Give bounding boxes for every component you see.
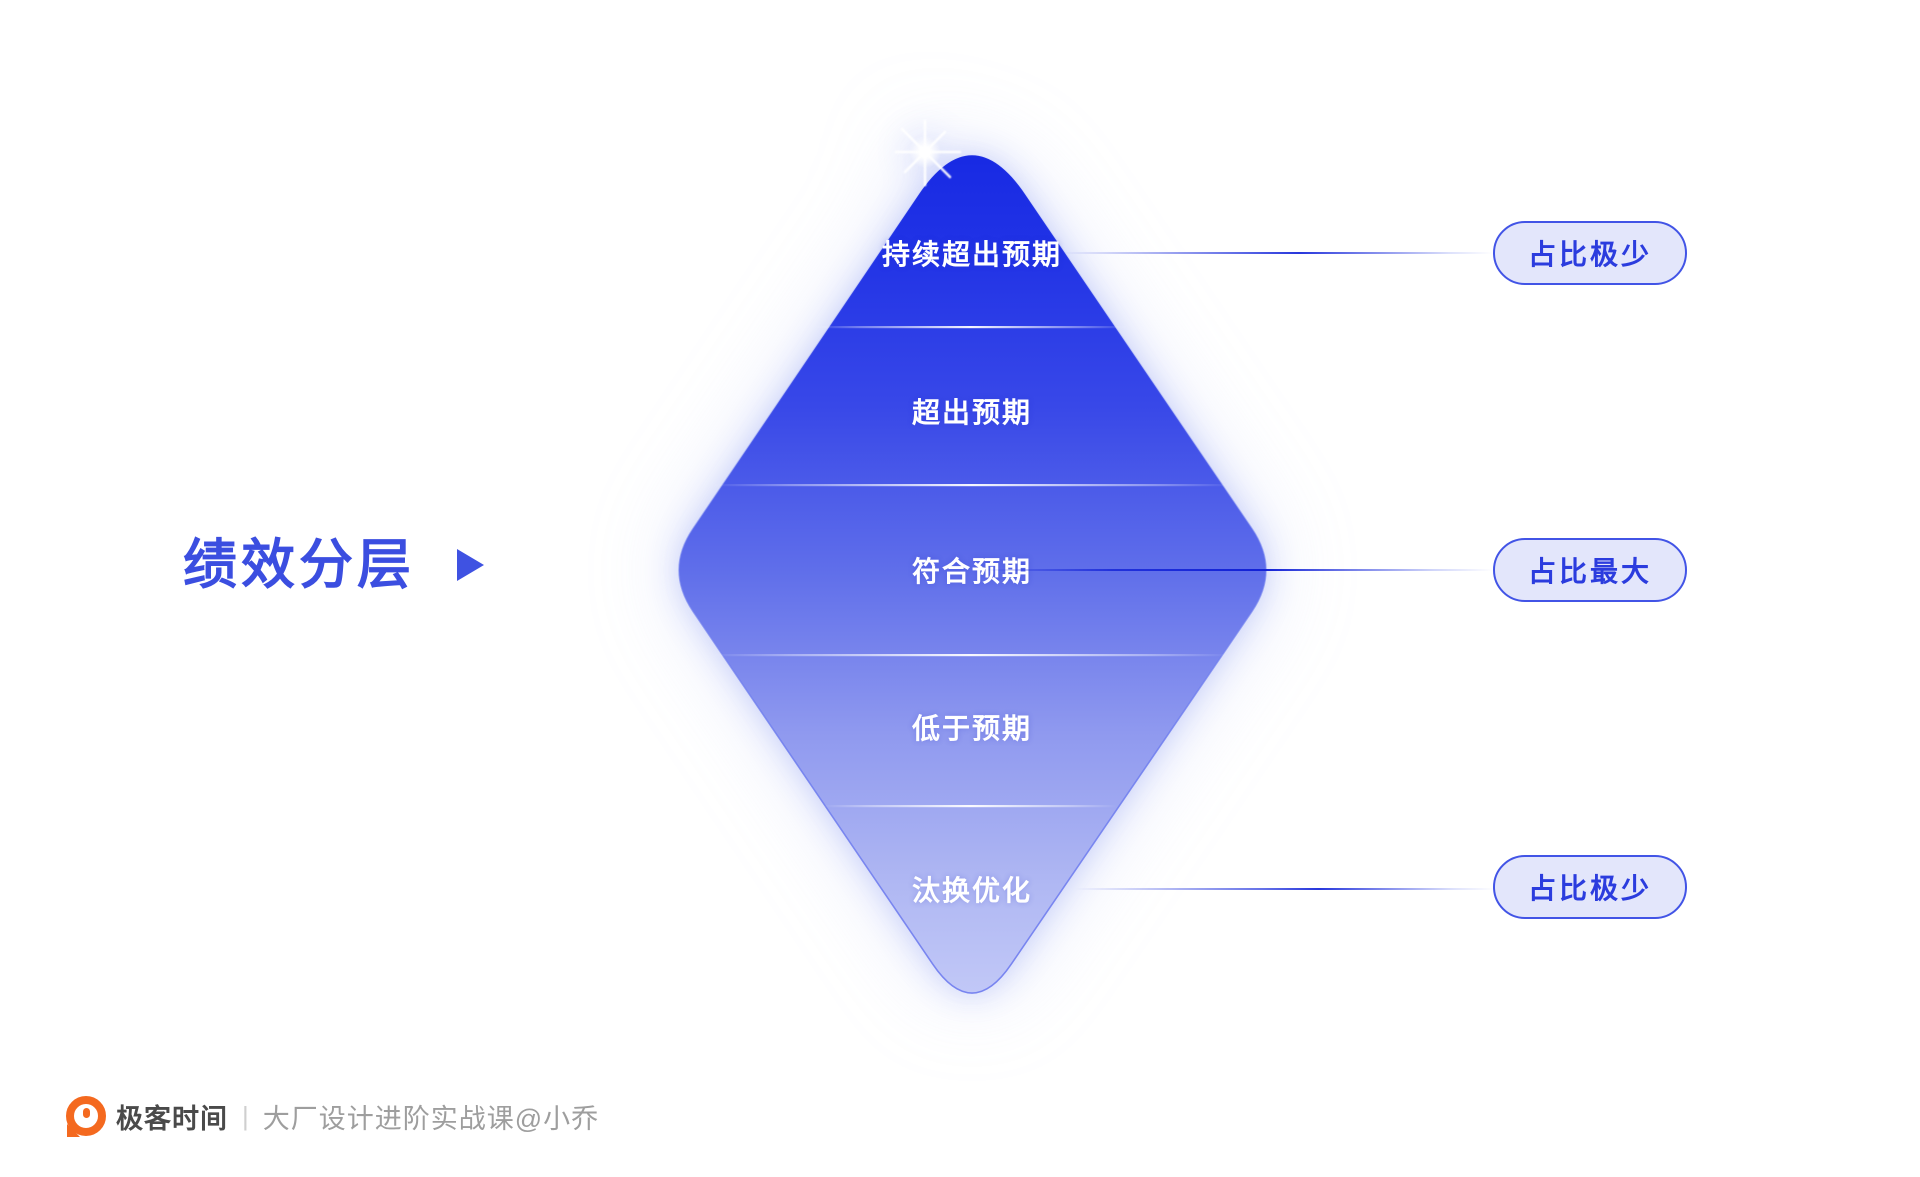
pill-label: 占比极少 xyxy=(1527,873,1652,904)
geektime-logo-icon xyxy=(66,1096,106,1137)
tier-label-4: 低于预期 xyxy=(911,713,1033,744)
pill-label: 占比最大 xyxy=(1527,556,1652,587)
tier-divider xyxy=(710,484,1234,487)
tier-label-2: 超出预期 xyxy=(911,397,1033,428)
connector-line-middle xyxy=(985,569,1493,571)
badge-pill-middle: 占比最大 xyxy=(1493,538,1687,602)
brand-name: 极客时间 xyxy=(116,1103,228,1134)
tier-label-5: 汰换优化 xyxy=(911,875,1033,906)
tier-divider xyxy=(710,654,1230,657)
tier-label-1: 持续超出预期 xyxy=(881,239,1063,270)
title-block: 绩效分层 xyxy=(183,530,484,600)
diamond-shape xyxy=(678,154,1267,994)
performance-pyramid xyxy=(678,119,1267,994)
page-title: 绩效分层 xyxy=(183,535,415,595)
tier-divider xyxy=(823,805,1117,808)
course-credit: 大厂设计进阶实战课@小乔 xyxy=(262,1103,600,1134)
footer: 极客时间 | 大厂设计进阶实战课@小乔 xyxy=(66,1094,599,1138)
badge-pill-bottom: 占比极少 xyxy=(1493,855,1687,919)
pill-label: 占比极少 xyxy=(1527,239,1652,270)
sparkle-icon xyxy=(894,119,962,187)
connector-line-top xyxy=(1062,252,1493,254)
play-triangle-icon xyxy=(457,549,484,581)
badge-pill-top: 占比极少 xyxy=(1493,221,1687,285)
tier-divider xyxy=(813,326,1129,329)
footer-separator: | xyxy=(242,1100,249,1131)
connector-line-bottom xyxy=(1075,888,1495,890)
tier-label-3: 符合预期 xyxy=(911,556,1033,587)
